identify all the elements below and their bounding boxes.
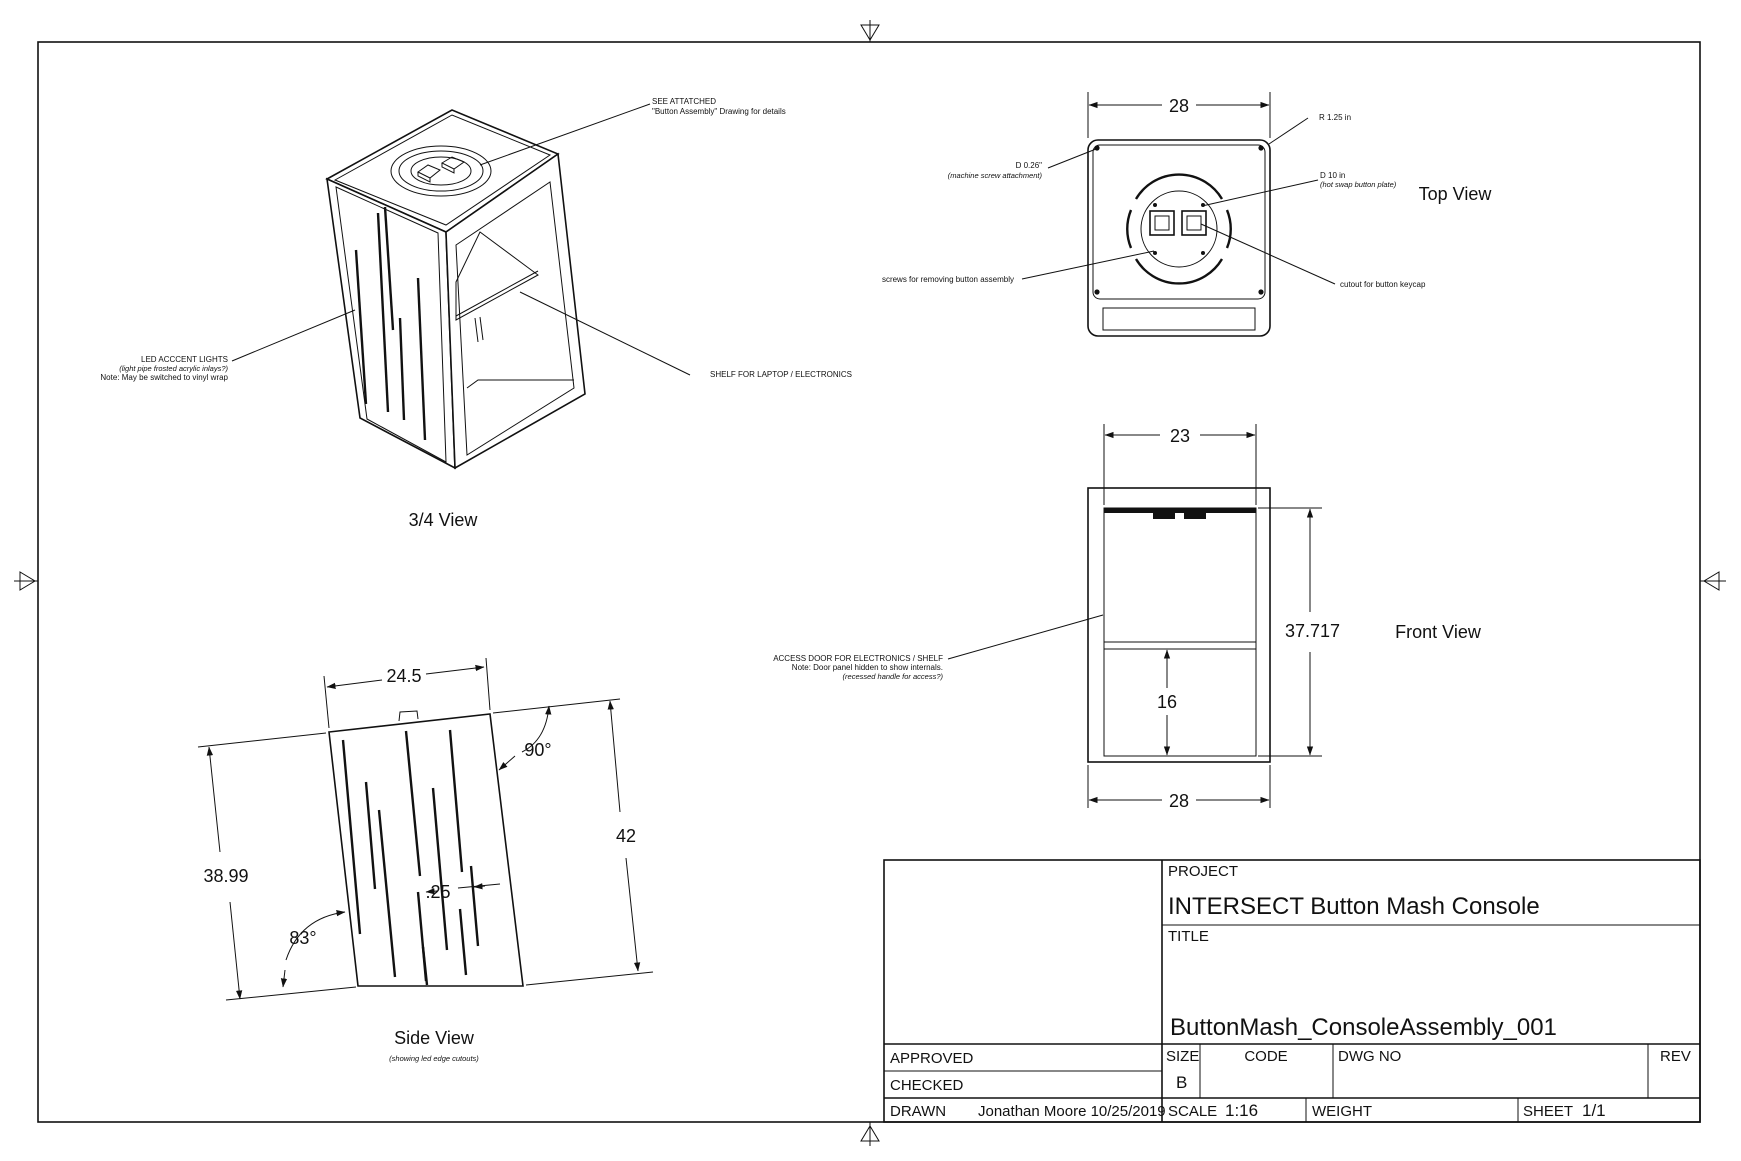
view-label-front: Front View [1395,622,1482,642]
side-panel-outline [328,713,524,987]
button-assembly-icon [390,145,492,197]
callout-button-assembly-ref: "Button Assembly" Drawing for details [652,107,786,116]
centering-mark-left [14,571,38,591]
title-block [883,859,1701,1123]
callout-access-door: ACCESS DOOR FOR ELECTRONICS / SHELF [773,654,943,663]
view-label-top: Top View [1419,184,1493,204]
tb-weight-label: WEIGHT [1312,1103,1372,1120]
centering-mark-right [1700,571,1726,591]
centering-mark-top [860,20,880,42]
dim-side-left: 38.99 [203,866,248,886]
tb-scale-label: SCALE [1168,1103,1217,1120]
sheet-border [37,41,1701,1123]
top-view-outline [1087,139,1271,337]
top-view [1021,92,1336,337]
tb-drawn-value: Jonathan Moore 10/25/2019 [978,1103,1166,1120]
centering-mark-bottom [860,1122,880,1146]
view-label-side-note: (showing led edge cutouts) [389,1054,479,1063]
view-label-side: Side View [394,1028,475,1048]
tb-size-value: B [1176,1073,1187,1092]
button-plate-rings [1126,173,1232,285]
callout-led-lights-vinyl: Note: May be switched to vinyl wrap [100,373,228,382]
tb-sheet-value: 1/1 [1582,1101,1606,1120]
dim-side-top: 24.5 [386,666,421,686]
tb-code-label: CODE [1244,1048,1287,1065]
keycap-cutout-left [1149,210,1175,236]
dim-side-right: 42 [616,826,636,846]
callout-shelf: SHELF FOR LAPTOP / ELECTRONICS [710,370,852,379]
tb-title-value: ButtonMash_ConsoleAssembly_001 [1170,1014,1557,1041]
callout-screws: screws for removing button assembly [882,275,1014,284]
tb-checked-label: CHECKED [890,1077,964,1094]
tb-project-label: PROJECT [1168,863,1238,880]
callout-access-door-handle: (recessed handle for access?) [843,672,944,681]
led-slot-set-side [341,729,480,986]
console-shelf [455,231,539,321]
tb-rev-label: REV [1660,1048,1691,1065]
dim-front-bottom-width: 28 [1169,791,1189,811]
front-view-outline [1087,487,1271,763]
keycap-cutout-right [1181,210,1207,236]
tb-drawn-label: DRAWN [890,1103,946,1120]
callout-keycap-cutout: cutout for button keycap [1340,280,1426,289]
dim-front-inner-width: 23 [1170,426,1190,446]
dim-top-width: 28 [1169,96,1189,116]
tb-title-label: TITLE [1168,928,1209,945]
dim-front-lower: 16 [1157,692,1177,712]
dim-button-plate-note: (hot swap button plate) [1320,180,1397,189]
tb-sheet-label: SHEET [1523,1103,1573,1120]
front-view [947,424,1322,808]
tb-project-value: INTERSECT Button Mash Console [1168,893,1540,920]
dim-slot-width: .25 [425,882,450,902]
tb-size-label: SIZE [1166,1048,1199,1065]
callout-access-door-note: Note: Door panel hidden to show internal… [792,663,943,672]
tb-approved-label: APPROVED [890,1050,974,1067]
dim-front-height: 37.717 [1285,621,1340,641]
view-label-three-quarter: 3/4 View [409,510,479,530]
dim-button-plate: D 10 in [1320,171,1345,180]
callout-led-lights-note: (light pipe frosted acrylic inlays?) [119,364,228,373]
dim-screw-hole: D 0.26" [1016,161,1043,170]
tb-scale-value: 1:16 [1225,1101,1258,1120]
dim-corner-radius: R 1.25 in [1319,113,1351,122]
dim-screw-hole-note: (machine screw attachment) [948,171,1043,180]
callout-see-attached: SEE ATTATCHED [652,97,716,106]
dim-angle-bottom: 83° [289,928,316,948]
side-view [197,657,654,1001]
dim-angle-top: 90° [524,740,551,760]
led-slot-set-3q [354,206,427,441]
tb-dwg-no-label: DWG NO [1338,1048,1401,1065]
callout-led-lights: LED ACCCENT LIGHTS [141,355,228,364]
three-quarter-view [231,103,691,470]
